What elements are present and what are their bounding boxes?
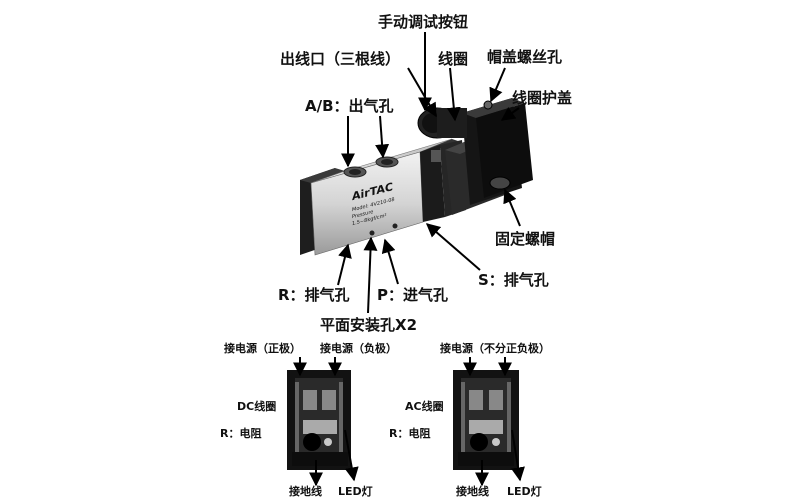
label-mount-holes: 平面安装孔X2 bbox=[320, 316, 418, 334]
label-coil-cover: 线圈护盖 bbox=[512, 89, 573, 107]
dc-label-power-pos: 接电源（正极） bbox=[224, 342, 301, 355]
dc-label-led: LED灯 bbox=[338, 485, 373, 498]
dc-arrows bbox=[293, 357, 359, 487]
label-fixing-nut: 固定螺帽 bbox=[495, 230, 556, 248]
ac-label-resistor: R：电阻 bbox=[389, 427, 431, 440]
label-manual-button: 手动调试按钮 bbox=[378, 13, 469, 31]
ac-label-power: 接电源（不分正负极） bbox=[440, 342, 550, 355]
label-exhaust-s: S：排气孔 bbox=[478, 271, 549, 289]
ac-connector-image bbox=[453, 370, 519, 470]
dc-connector-image bbox=[287, 370, 351, 470]
ac-label-ground: 接地线 bbox=[456, 485, 489, 498]
label-inlet-p: P：进气孔 bbox=[377, 286, 448, 304]
dc-label-resistor: R：电阻 bbox=[220, 427, 262, 440]
ac-label-led: LED灯 bbox=[507, 485, 542, 498]
ac-arrows bbox=[463, 357, 525, 487]
dc-label-ground: 接地线 bbox=[289, 485, 322, 498]
ac-label-coil-type: AC线圈 bbox=[405, 400, 444, 413]
dc-label-coil-type: DC线圈 bbox=[237, 400, 277, 413]
label-coil: 线圈 bbox=[438, 50, 469, 68]
label-outlet-ports: A/B：出气孔 bbox=[305, 97, 394, 115]
coil-assembly bbox=[417, 98, 533, 215]
label-cap-nut: 帽盖螺丝孔 bbox=[487, 48, 563, 66]
label-exhaust-r: R：排气孔 bbox=[278, 286, 350, 304]
callout-arrows bbox=[337, 32, 521, 314]
dc-label-power-neg: 接电源（负极） bbox=[320, 342, 397, 355]
label-wire-outlet: 出线口（三根线） bbox=[280, 50, 401, 68]
